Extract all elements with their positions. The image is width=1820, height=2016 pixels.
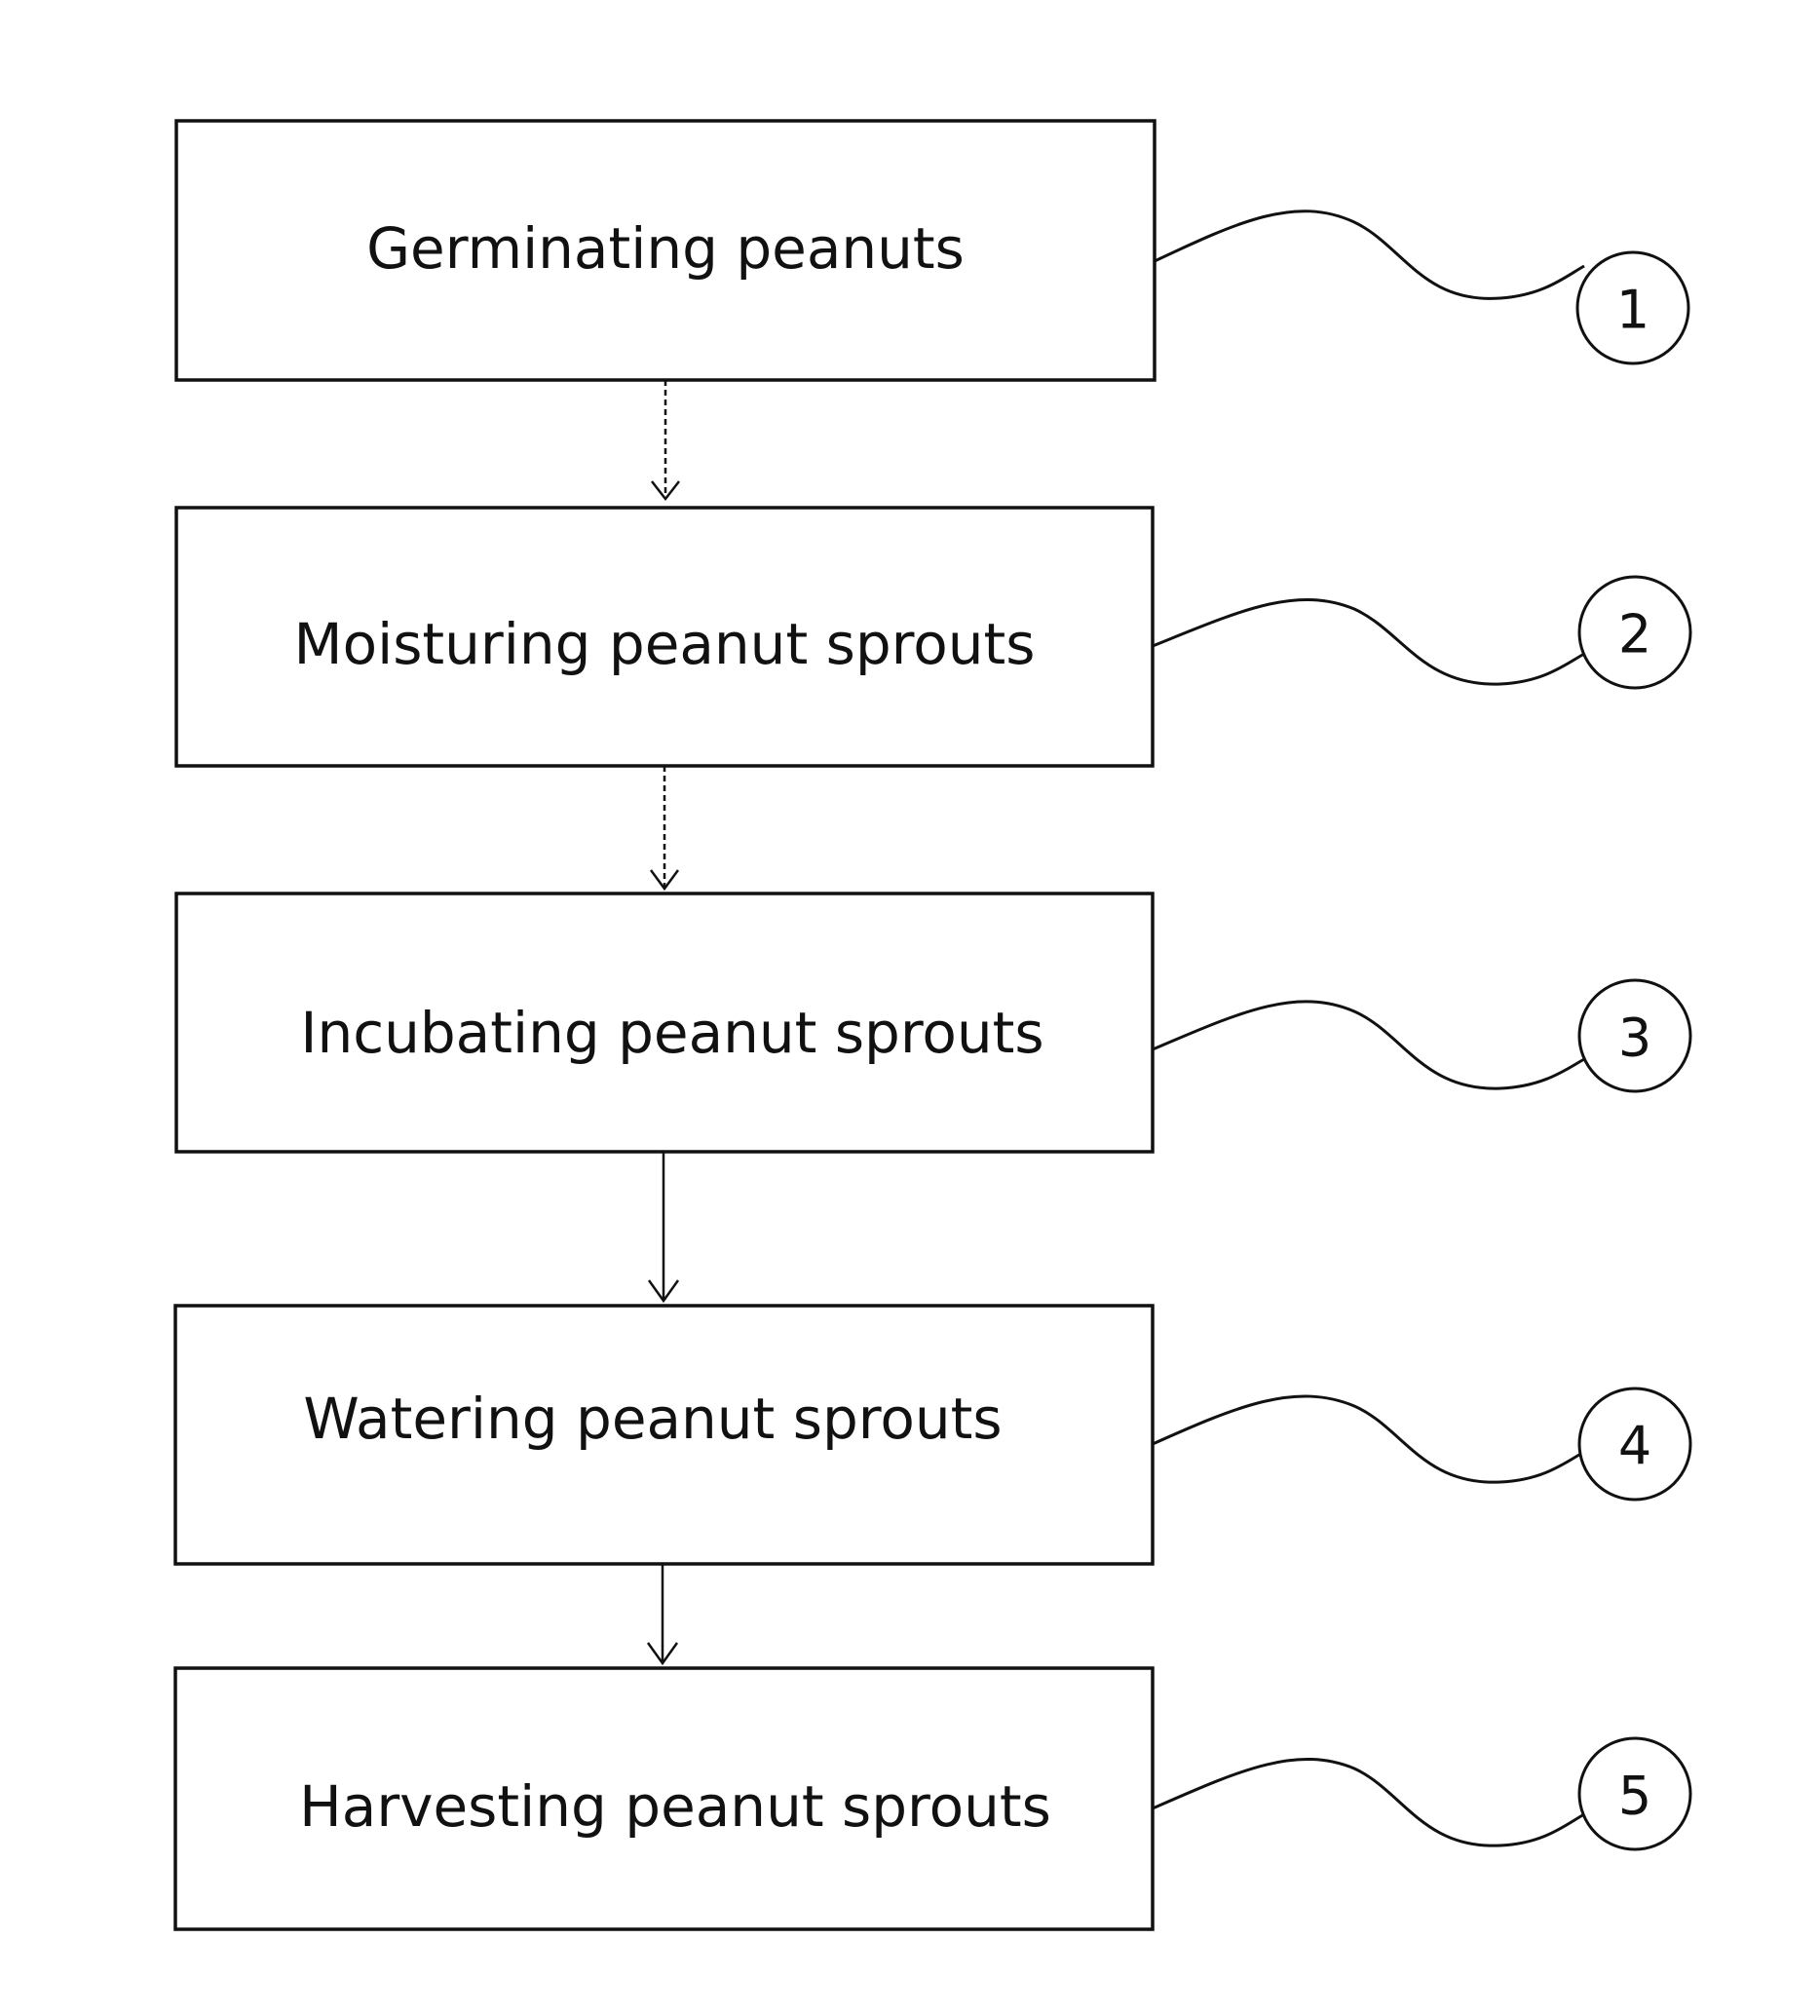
step-5: Harvesting peanut sprouts 5 <box>175 1668 1690 1929</box>
reference-number: 4 <box>1618 1416 1651 1477</box>
leader-line <box>1153 599 1584 684</box>
reference-number: 3 <box>1618 1008 1651 1069</box>
reference-number: 5 <box>1618 1766 1651 1827</box>
step-label: Incubating peanut sprouts <box>300 1000 1043 1066</box>
flow-arrow <box>649 1152 678 1301</box>
step-1: Germinating peanuts 1 <box>176 121 1688 380</box>
step-label: Watering peanut sprouts <box>303 1386 1002 1452</box>
step-label: Harvesting peanut sprouts <box>299 1773 1051 1840</box>
reference-number: 2 <box>1618 604 1651 666</box>
reference-number: 1 <box>1616 280 1649 341</box>
flow-arrow <box>652 380 679 499</box>
step-3: Incubating peanut sprouts 3 <box>176 894 1690 1152</box>
leader-line <box>1153 1396 1584 1482</box>
leader-line <box>1155 211 1584 299</box>
flow-arrow <box>648 1564 677 1663</box>
step-label: Germinating peanuts <box>366 215 965 282</box>
flow-arrow <box>651 766 678 889</box>
step-4: Watering peanut sprouts 4 <box>175 1306 1690 1564</box>
leader-line <box>1153 1759 1584 1845</box>
leader-line <box>1153 1002 1584 1088</box>
step-2: Moisturing peanut sprouts 2 <box>176 508 1690 766</box>
step-label: Moisturing peanut sprouts <box>294 611 1036 677</box>
